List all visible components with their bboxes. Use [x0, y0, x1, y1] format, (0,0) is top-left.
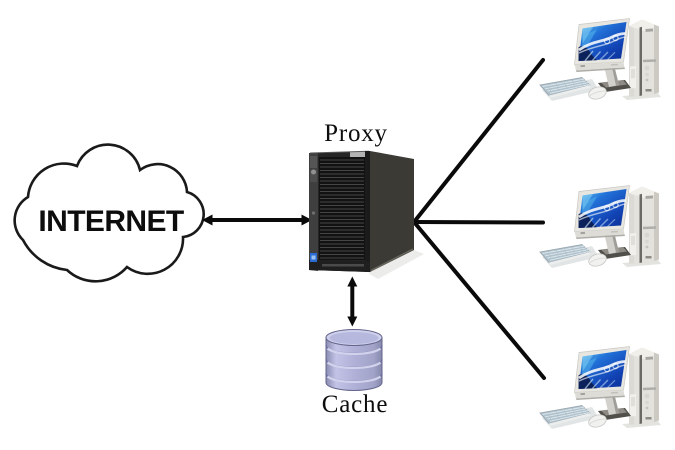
svg-text:Cache: Cache	[322, 391, 388, 418]
svg-text:Proxy: Proxy	[324, 120, 388, 147]
svg-text:INTERNET: INTERNET	[38, 205, 183, 238]
